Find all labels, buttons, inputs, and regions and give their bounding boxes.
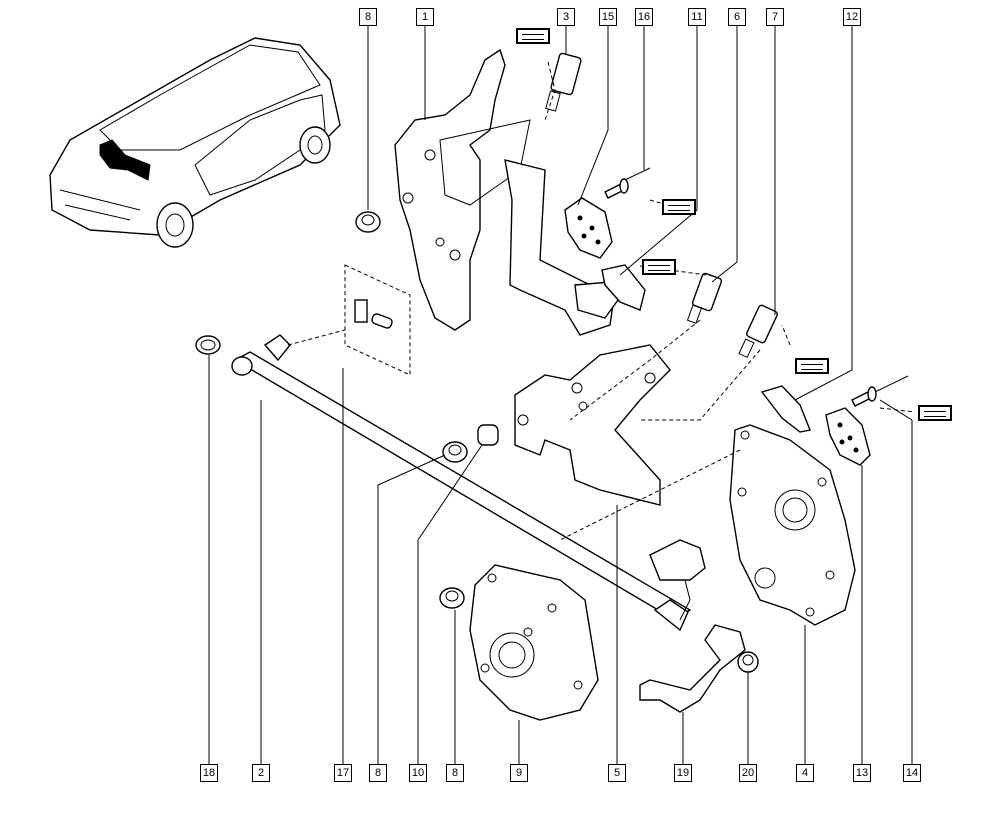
callout-7: 7	[766, 8, 784, 26]
torque-tag-switch-3	[516, 28, 550, 44]
mounting-plate-4	[729, 424, 856, 626]
callout-4: 4	[796, 764, 814, 782]
callout-15: 15	[599, 8, 617, 26]
pin-16	[604, 167, 651, 199]
callout-6: 6	[728, 8, 746, 26]
callout-12: 12	[843, 8, 861, 26]
switch-7	[738, 304, 778, 359]
callout-1: 1	[416, 8, 434, 26]
callout-10: 10	[409, 764, 427, 782]
torque-tag-switch-7	[795, 358, 829, 374]
callout-8-top: 8	[359, 8, 377, 26]
callout-9: 9	[510, 764, 528, 782]
bushing-8-middle	[442, 441, 468, 463]
callout-20: 20	[739, 764, 757, 782]
callout-14: 14	[903, 764, 921, 782]
torque-tag-switch-6	[642, 259, 676, 275]
callout-2: 2	[252, 764, 270, 782]
vehicle-locator	[49, 37, 341, 248]
callout-18: 18	[200, 764, 218, 782]
callout-17: 17	[334, 764, 352, 782]
pedal-pad-15	[564, 197, 613, 259]
pedal-pad-13	[825, 407, 871, 466]
clutch-switch-6	[686, 272, 723, 324]
pedal-bracket-5	[514, 344, 671, 506]
callout-19: 19	[674, 764, 692, 782]
pedal-shaft	[231, 334, 692, 632]
leader-lines	[208, 25, 913, 765]
callout-11: 11	[688, 8, 706, 26]
nut-20	[737, 651, 759, 673]
callout-8-bottom: 8	[446, 764, 464, 782]
bushing-8-bottom	[439, 587, 465, 609]
callout-5: 5	[608, 764, 626, 782]
bushing-10	[477, 424, 499, 446]
torque-tag-pin-16	[662, 199, 696, 215]
brake-pedal-arm	[504, 159, 619, 336]
callout-3: 3	[557, 8, 575, 26]
callout-13: 13	[853, 764, 871, 782]
pedal-bracket	[394, 48, 531, 331]
pedal-pad-11	[601, 264, 646, 311]
callout-8-mid: 8	[369, 764, 387, 782]
stop-switch-3	[545, 52, 582, 112]
mounting-plate-9	[469, 564, 599, 721]
clip-inset-17	[344, 264, 411, 376]
pin-14	[851, 375, 909, 407]
bushing-8-top	[355, 211, 381, 233]
callout-16: 16	[635, 8, 653, 26]
lever-19	[639, 539, 746, 713]
circlip-18	[195, 335, 221, 355]
pedal-pad-12	[760, 385, 811, 433]
torque-tag-pin-14	[918, 405, 952, 421]
